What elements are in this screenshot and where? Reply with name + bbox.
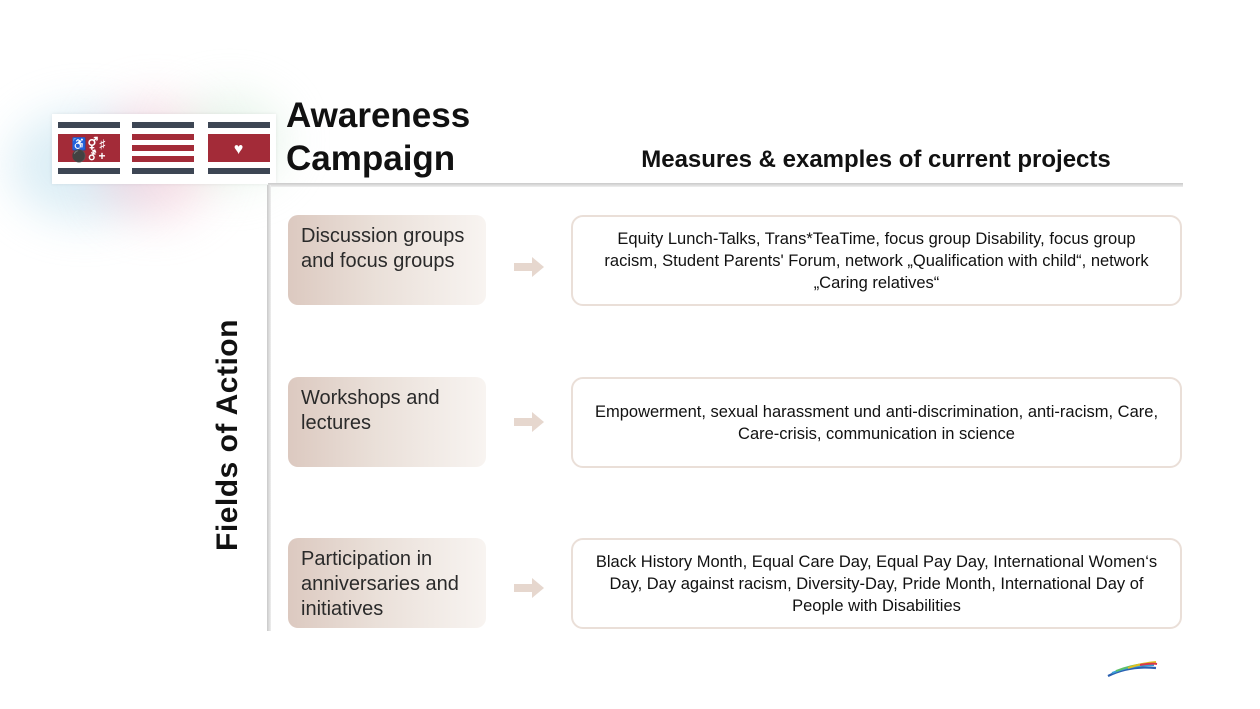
title-line-2: Campaign — [286, 139, 456, 178]
arrow-right-icon — [514, 412, 544, 432]
arrow-right-icon — [514, 257, 544, 277]
measures-box-participation: Black History Month, Equal Care Day, Equ… — [571, 538, 1182, 629]
arrow-right-icon — [514, 578, 544, 598]
title-line-1: Awareness — [286, 96, 471, 135]
page-title: Awareness Campaign — [286, 94, 470, 180]
logo-tile-symbols: ♿⚥♯⚫⚦+ — [58, 122, 120, 178]
measures-box-discussion-groups: Equity Lunch-Talks, Trans*TeaTime, focus… — [571, 215, 1182, 306]
logo-tile-heart: ♥ — [208, 122, 270, 178]
horizontal-divider — [268, 183, 1183, 187]
logo-symbols-icon: ♿⚥♯⚫⚦+ — [71, 137, 107, 163]
heart-icon: ♥ — [233, 141, 245, 158]
field-box-discussion-groups: Discussion groups and focus groups — [288, 215, 486, 305]
section-subtitle: Measures & examples of current projects — [641, 146, 1111, 173]
fields-of-action-label: Fields of Action — [211, 319, 244, 551]
vertical-divider — [267, 185, 271, 631]
campaign-logo: ♿⚥♯⚫⚦+ ♥ — [52, 114, 276, 184]
logo-tile-stripes — [132, 122, 194, 178]
university-logo-icon — [1107, 661, 1158, 677]
measures-box-workshops: Empowerment, sexual harassment und anti-… — [571, 377, 1182, 468]
field-box-workshops: Workshops and lectures — [288, 377, 486, 467]
field-box-participation: Participation in anniversaries and initi… — [288, 538, 486, 628]
